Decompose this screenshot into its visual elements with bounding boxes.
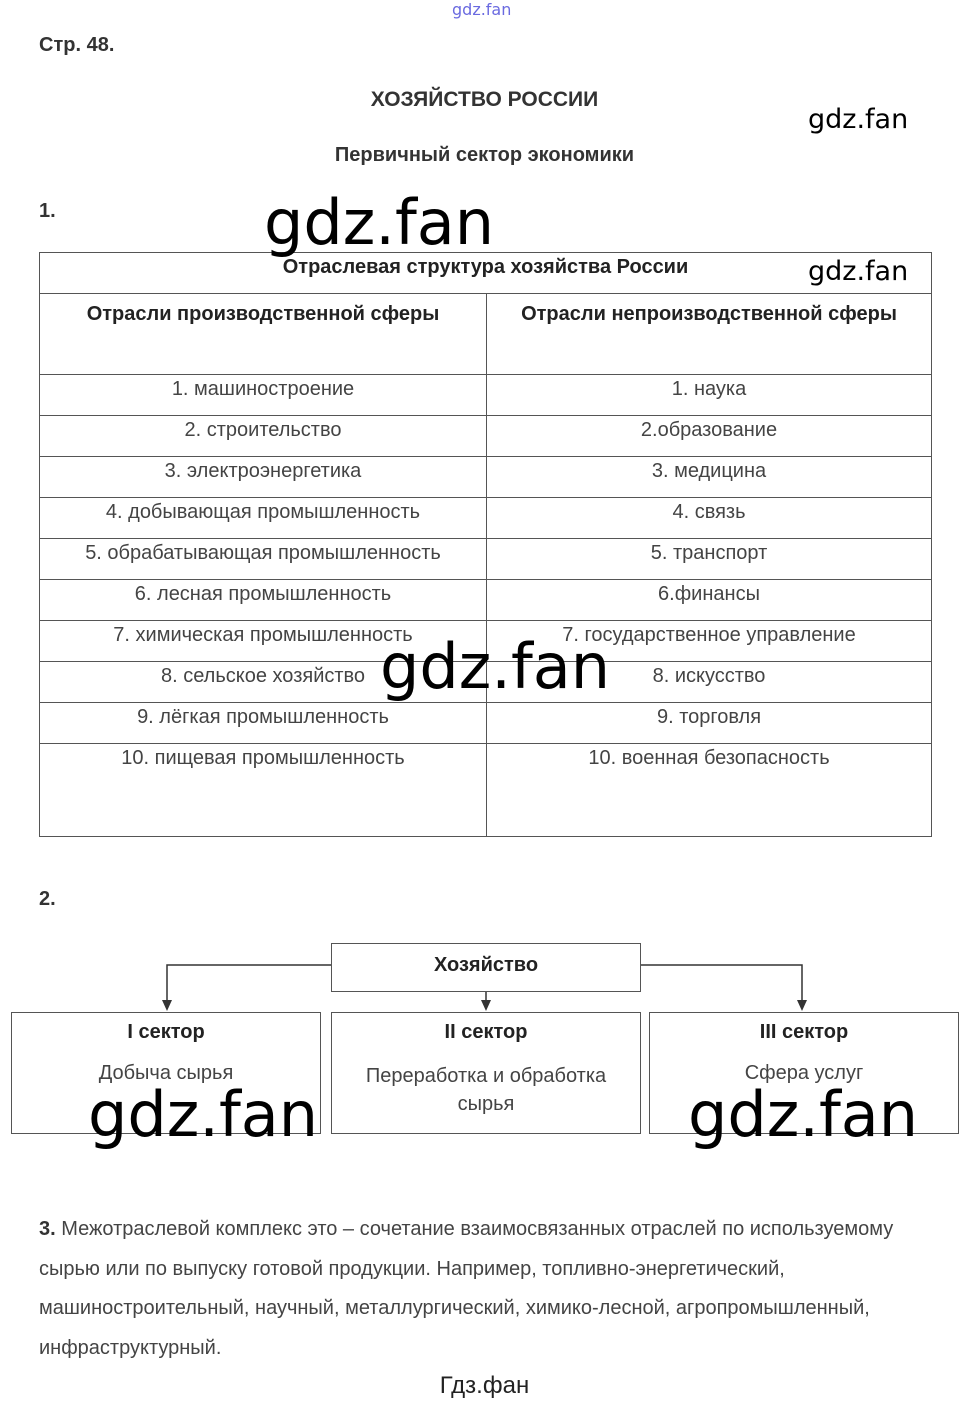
table-cell: 2. строительство bbox=[39, 415, 487, 457]
root-box: Хозяйство bbox=[331, 943, 641, 992]
sector-box-2: II сектор Переработка и обработка сырья bbox=[331, 1012, 641, 1134]
table-cell: 6.финансы bbox=[486, 579, 932, 621]
table-cell: 5. обрабатывающая промышленность bbox=[39, 538, 487, 580]
watermark-top: gdz.fan bbox=[452, 0, 512, 19]
watermark: gdz.fan bbox=[88, 1078, 319, 1151]
watermark: gdz.fan bbox=[380, 630, 611, 703]
task3-text: Межотраслевой комплекс это – сочетание в… bbox=[39, 1218, 894, 1359]
table-cell: 3. медицина bbox=[486, 456, 932, 498]
table-cell: 3. электроэнергетика bbox=[39, 456, 487, 498]
sector-box-1: I сектор Добыча сырья bbox=[11, 1012, 321, 1134]
watermark: gdz.fan bbox=[688, 1078, 919, 1151]
table-cell: 10. военная безопасность bbox=[486, 743, 932, 837]
table-title: Отраслевая структура хозяйства России bbox=[39, 252, 932, 294]
table-cell: 9. торговля bbox=[486, 702, 932, 744]
root-label: Хозяйство bbox=[433, 954, 539, 976]
page-label: Стр. 48. bbox=[39, 34, 115, 56]
sector-desc: Сфера услуг bbox=[744, 1062, 864, 1084]
table-cell: 5. транспорт bbox=[486, 538, 932, 580]
table-cell: 10. пищевая промышленность bbox=[39, 743, 487, 837]
table-cell: 7. химическая промышленность bbox=[39, 620, 487, 662]
table-cell: 9. лёгкая промышленность bbox=[39, 702, 487, 744]
industry-table: Отраслевая структура хозяйства России От… bbox=[39, 252, 932, 837]
table-cell: 1. наука bbox=[486, 374, 932, 416]
diagram-connectors bbox=[162, 964, 807, 1011]
table-cell: 4. связь bbox=[486, 497, 932, 539]
sector-desc: Добыча сырья bbox=[98, 1062, 234, 1084]
sector-title: II сектор bbox=[444, 1021, 528, 1043]
task3-paragraph: 3. Межотраслевой комплекс это – сочетани… bbox=[39, 1210, 919, 1368]
footer-label: Гдз.фан bbox=[439, 1372, 530, 1399]
sector-desc: Переработка и обработка сырья bbox=[365, 1065, 607, 1115]
table-header-nonproduction: Отрасли непроизводственной сферы bbox=[486, 293, 932, 375]
page-subtitle: Первичный сектор экономики bbox=[334, 144, 635, 166]
watermark: gdz.fan bbox=[808, 256, 909, 287]
task2-number: 2. bbox=[39, 888, 56, 910]
task3-number: 3. bbox=[39, 1218, 56, 1240]
sector-title: I сектор bbox=[127, 1021, 205, 1043]
table-header-production: Отрасли производственной сферы bbox=[39, 293, 487, 375]
sector-box-3: III сектор Сфера услуг bbox=[649, 1012, 959, 1134]
page-title: ХОЗЯЙСТВО РОССИИ bbox=[370, 88, 599, 111]
task1-number: 1. bbox=[39, 200, 56, 222]
table-cell: 2.образование bbox=[486, 415, 932, 457]
table-cell: 8. искусство bbox=[486, 661, 932, 703]
watermark: gdz.fan bbox=[808, 104, 909, 135]
watermark: gdz.fan bbox=[264, 186, 495, 259]
table-cell: 6. лесная промышленность bbox=[39, 579, 487, 621]
table-cell: 8. сельское хозяйство bbox=[39, 661, 487, 703]
table-cell: 1. машиностроение bbox=[39, 374, 487, 416]
table-cell: 4. добывающая промышленность bbox=[39, 497, 487, 539]
table-cell: 7. государственное управление bbox=[486, 620, 932, 662]
sector-title: III сектор bbox=[759, 1021, 849, 1043]
